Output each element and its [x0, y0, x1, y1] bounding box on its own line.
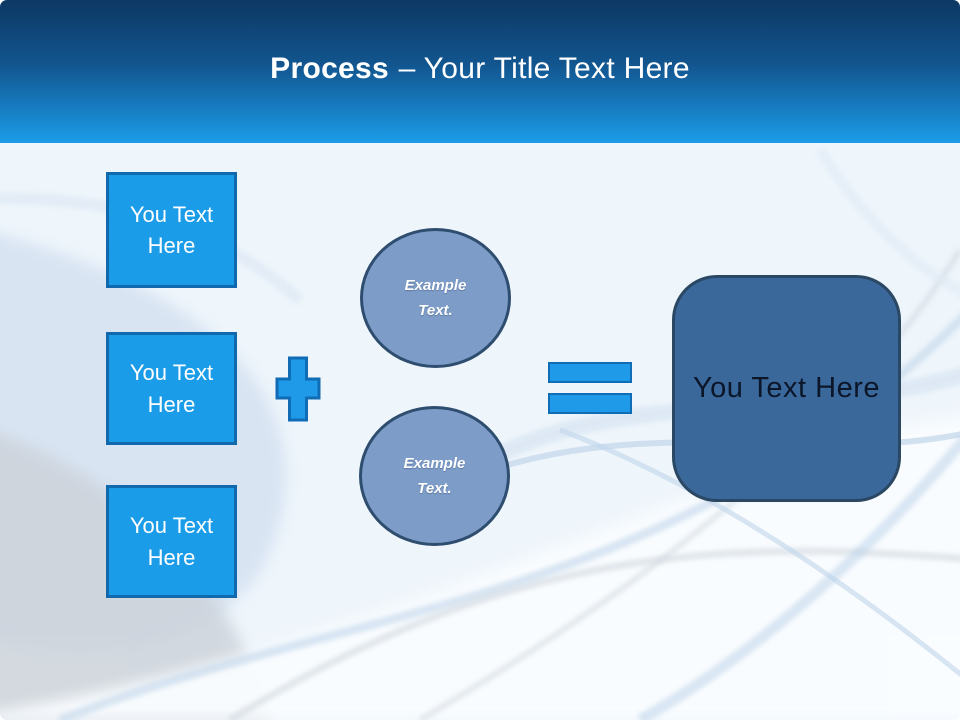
- process-input-box-3[interactable]: You Text Here: [106, 485, 237, 598]
- process-input-box-2[interactable]: You Text Here: [106, 332, 237, 445]
- result-box-label: You Text Here: [692, 372, 881, 404]
- process-input-box-1[interactable]: You Text Here: [106, 172, 237, 288]
- process-input-box-1-label: You Text Here: [129, 201, 214, 258]
- example-circle-2[interactable]: Example Text.: [359, 406, 510, 546]
- plus-icon[interactable]: [275, 356, 321, 422]
- result-box[interactable]: You Text Here: [672, 275, 901, 502]
- example-circle-1-label: Example Text.: [404, 276, 467, 320]
- example-circle-2-label: Example Text.: [403, 454, 466, 498]
- slide-title-emphasis: Process: [270, 52, 390, 85]
- process-input-box-3-label: You Text Here: [129, 513, 214, 570]
- slide-title[interactable]: Process– Your Title Text Here: [0, 52, 960, 86]
- title-bar: Process– Your Title Text Here: [0, 0, 960, 143]
- equals-top-bar: [548, 362, 632, 383]
- process-input-box-2-label: You Text Here: [129, 360, 214, 417]
- slide-title-rest: – Your Title Text Here: [398, 52, 690, 85]
- example-circle-1[interactable]: Example Text.: [360, 228, 511, 368]
- equals-bottom-bar: [548, 393, 632, 414]
- equals-icon[interactable]: [548, 362, 632, 414]
